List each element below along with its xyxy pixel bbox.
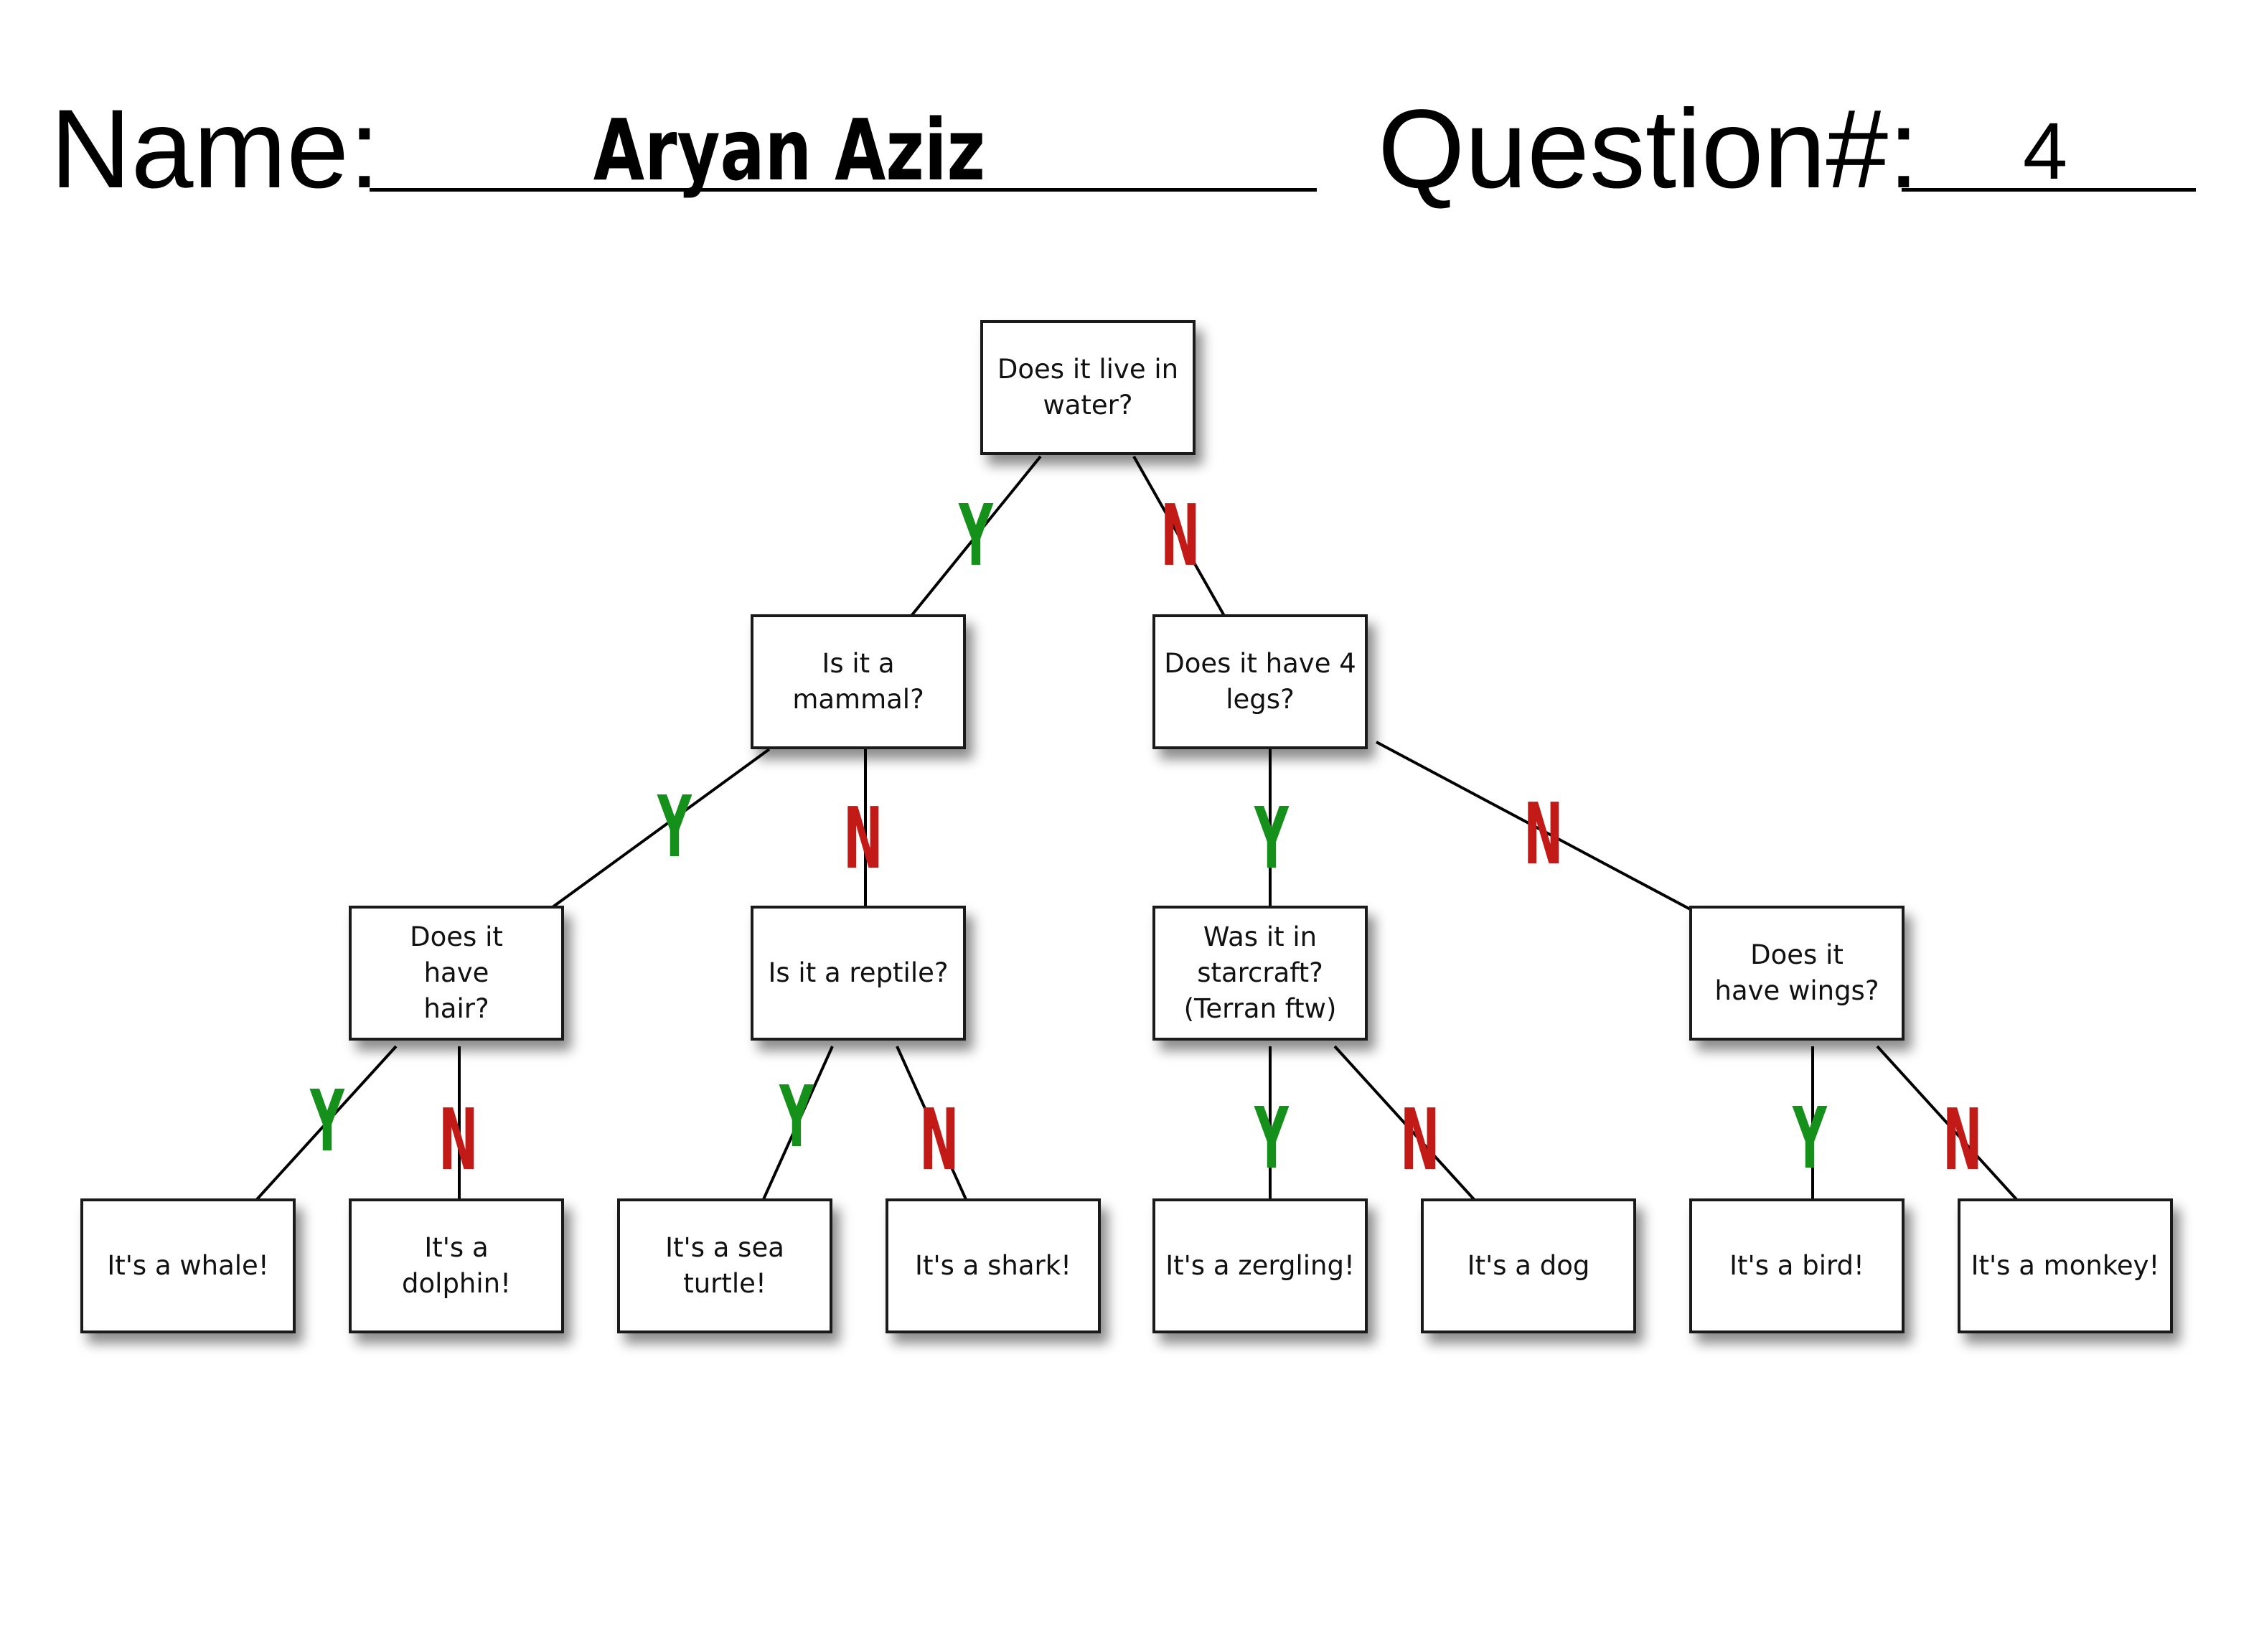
node-text: Is it a reptile? bbox=[768, 957, 949, 988]
node-text: It's a dolphin! bbox=[402, 1232, 511, 1299]
question-number-label: Question#: bbox=[1378, 87, 1920, 212]
node-has-hair: Does it have hair? bbox=[349, 906, 564, 1041]
leaf-monkey: It's a monkey! bbox=[1958, 1198, 2173, 1333]
leaf-shark: It's a shark! bbox=[886, 1198, 1101, 1333]
node-has-wings: Does it have wings? bbox=[1689, 906, 1905, 1041]
node-text: Does it live in water? bbox=[997, 354, 1179, 421]
edge-label-yes: Y bbox=[779, 1067, 814, 1166]
edge-mammal-hair bbox=[551, 748, 771, 909]
edge-label-yes: Y bbox=[1254, 1089, 1289, 1188]
node-text: It's a zergling! bbox=[1165, 1250, 1355, 1281]
edge-label-yes: Y bbox=[959, 486, 993, 585]
name-underline bbox=[370, 188, 1317, 192]
node-text: It's a sea turtle! bbox=[665, 1232, 784, 1299]
edge-label-yes: Y bbox=[1793, 1089, 1827, 1188]
node-is-mammal: Is it a mammal? bbox=[751, 614, 966, 749]
edge-label-no: N bbox=[1523, 784, 1564, 883]
edge-label-no: N bbox=[843, 789, 883, 888]
node-text: Was it in starcraft? (Terran ftw) bbox=[1183, 921, 1337, 1024]
edge-starcraft-dog bbox=[1333, 1045, 1481, 1207]
node-text: Does it have 4 legs? bbox=[1164, 648, 1356, 715]
edge-label-no: N bbox=[919, 1090, 959, 1189]
node-is-reptile: Is it a reptile? bbox=[751, 906, 966, 1041]
leaf-bird: It's a bird! bbox=[1689, 1198, 1905, 1333]
leaf-whale: It's a whale! bbox=[80, 1198, 296, 1333]
name-label: Name: bbox=[50, 87, 380, 212]
edge-reptile-sea-turtle bbox=[759, 1046, 834, 1206]
leaf-zergling: It's a zergling! bbox=[1152, 1198, 1368, 1333]
edge-root-mammal bbox=[910, 455, 1042, 617]
edge-label-no: N bbox=[1160, 486, 1201, 585]
leaf-dolphin: It's a dolphin! bbox=[349, 1198, 564, 1333]
name-value: Aryan Aziz bbox=[593, 100, 986, 200]
leaf-sea-turtle: It's a sea turtle! bbox=[617, 1198, 832, 1333]
question-number-underline bbox=[1902, 188, 2196, 192]
edge-four-legs-wings bbox=[1376, 741, 1706, 919]
question-number-value: 4 bbox=[2022, 106, 2068, 196]
node-text: It's a dog bbox=[1467, 1250, 1590, 1281]
node-text: Does it have wings? bbox=[1714, 939, 1879, 1006]
edge-wings-monkey bbox=[1876, 1045, 2024, 1207]
edge-root-four-legs bbox=[1132, 456, 1226, 616]
node-has-four-legs: Does it have 4 legs? bbox=[1152, 614, 1368, 749]
node-text: Does it have hair? bbox=[410, 921, 503, 1024]
edge-label-yes: Y bbox=[1254, 789, 1289, 888]
edge-label-no: N bbox=[1400, 1090, 1440, 1189]
edge-hair-whale bbox=[250, 1045, 398, 1207]
leaf-dog: It's a dog bbox=[1421, 1198, 1636, 1333]
node-text: It's a whale! bbox=[107, 1250, 269, 1281]
node-in-starcraft: Was it in starcraft? (Terran ftw) bbox=[1152, 906, 1368, 1041]
node-text: It's a monkey! bbox=[1971, 1250, 2160, 1281]
node-text: It's a bird! bbox=[1729, 1250, 1864, 1281]
node-text: Is it a mammal? bbox=[792, 648, 924, 715]
edge-label-no: N bbox=[1943, 1090, 1983, 1189]
node-text: It's a shark! bbox=[915, 1250, 1071, 1281]
node-lives-in-water: Does it live in water? bbox=[980, 320, 1196, 455]
edge-label-no: N bbox=[438, 1090, 479, 1189]
edge-label-yes: Y bbox=[310, 1071, 344, 1170]
edge-reptile-shark bbox=[896, 1046, 970, 1206]
edge-label-yes: Y bbox=[657, 777, 692, 876]
